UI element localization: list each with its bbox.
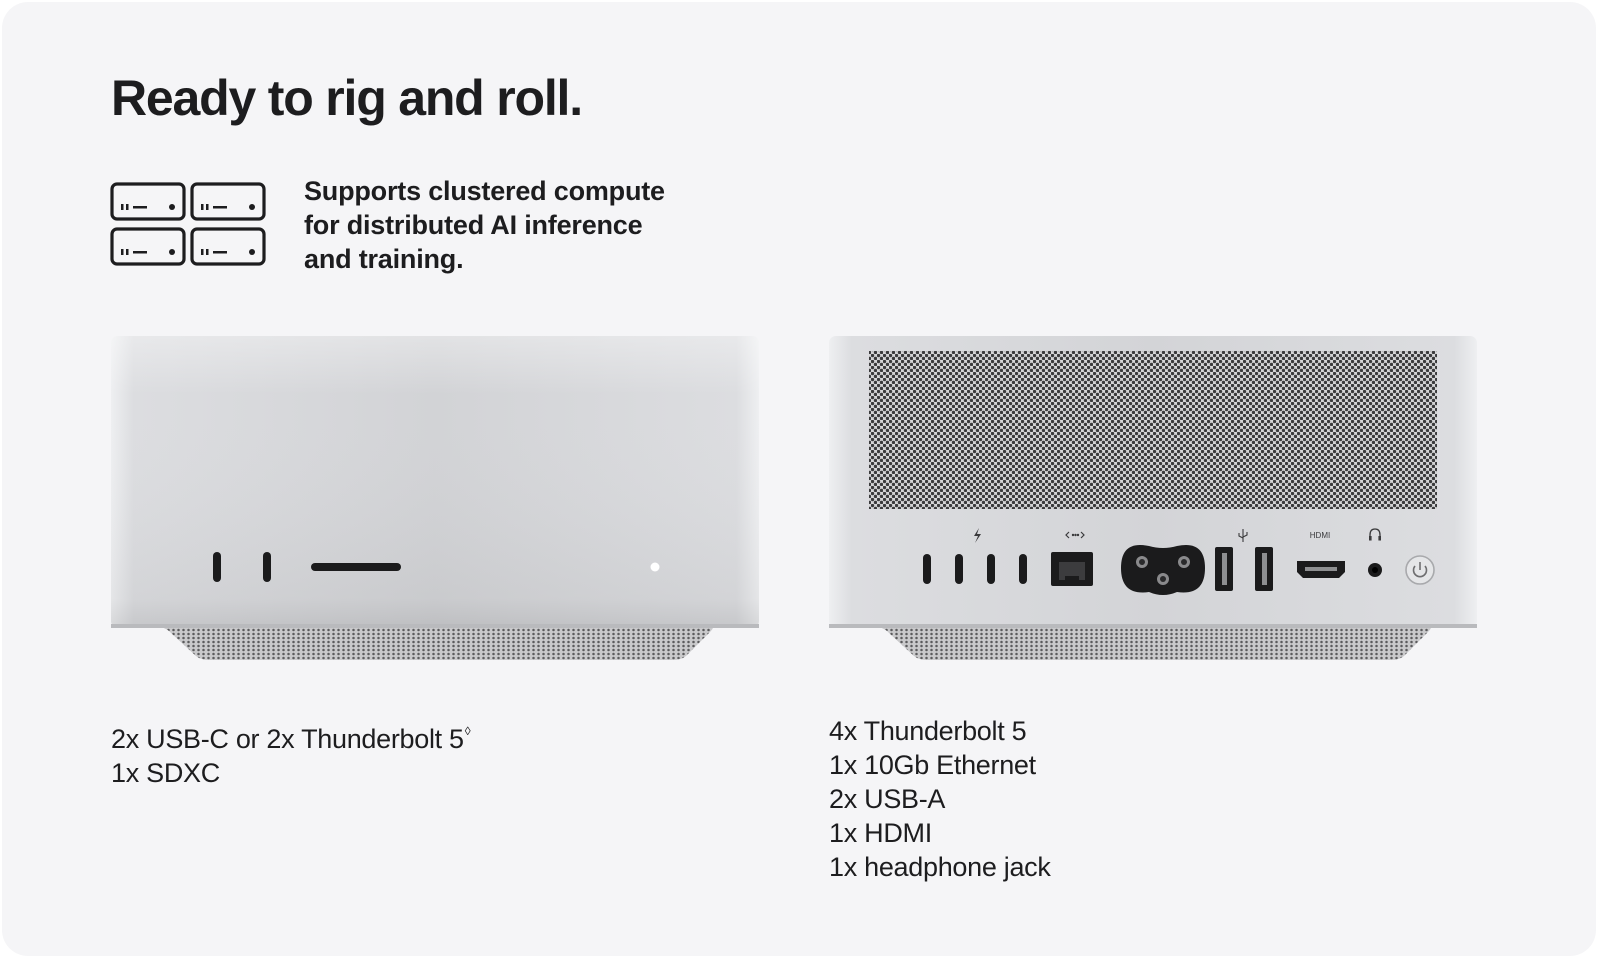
spec-item: 1x SDXC [111, 758, 220, 788]
spec-item: 1x headphone jack [829, 852, 1051, 882]
server-cluster-icon [110, 182, 270, 272]
front-ports-list: 2x USB-C or 2x Thunderbolt 5◊ 1x SDXC [111, 714, 471, 790]
device-front-view [111, 336, 771, 666]
feature-description: Supports clustered compute for distribut… [304, 174, 724, 276]
footnote-marker[interactable]: ◊ [464, 724, 471, 738]
spec-item: 2x USB-A [829, 784, 946, 814]
thunderbolt-icon [974, 528, 981, 543]
spec-item: 1x HDMI [829, 818, 932, 848]
hdmi-label: HDMI [1310, 531, 1330, 540]
back-ports-list: 4x Thunderbolt 5 1x 10Gb Ethernet 2x USB… [829, 714, 1051, 884]
spec-item: 1x 10Gb Ethernet [829, 750, 1036, 780]
headphone-icon [1369, 528, 1381, 541]
feature-line: and training. [304, 244, 464, 274]
page-title: Ready to rig and roll. [111, 70, 583, 126]
feature-line: Supports clustered compute [304, 176, 665, 206]
ethernet-icon [1065, 531, 1085, 539]
device-back-view: HDMI [829, 336, 1489, 666]
spec-item: 4x Thunderbolt 5 [829, 716, 1027, 746]
usb-icon [1238, 529, 1248, 542]
spec-item: 2x USB-C or 2x Thunderbolt 5◊ [111, 724, 471, 754]
feature-line: for distributed AI inference [304, 210, 643, 240]
power-icon [1405, 555, 1435, 585]
